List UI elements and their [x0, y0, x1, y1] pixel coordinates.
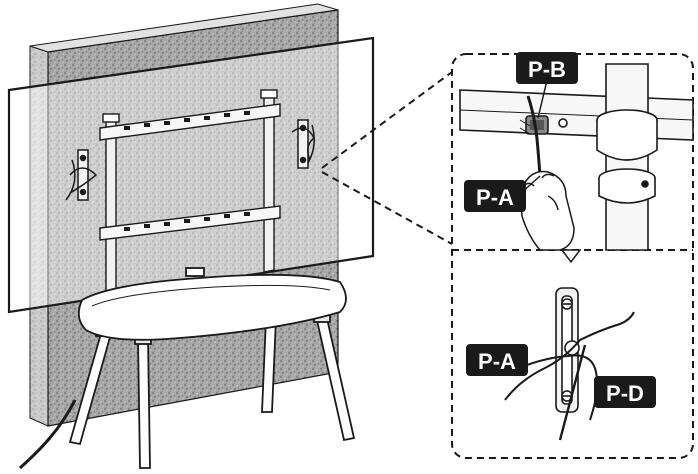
- label-pa-top: P-A: [464, 175, 541, 212]
- zoom-callout: P-B P-A P-A: [451, 52, 694, 459]
- zoom-top-panel: [459, 63, 694, 251]
- tv-panel: [7, 36, 375, 314]
- wall-mount-bracket: [99, 89, 281, 293]
- main-scene: [7, 3, 453, 470]
- label-pd: P-D: [594, 376, 656, 408]
- label-pa-bottom-text: P-A: [478, 349, 516, 374]
- label-pa-top-text: P-A: [476, 185, 514, 210]
- label-pb-text: P-B: [528, 57, 566, 82]
- cable-clip-left: [65, 149, 98, 201]
- label-pb: P-B: [516, 52, 578, 119]
- tripod-stand: [68, 267, 356, 469]
- cable-clip-right: [291, 119, 315, 169]
- label-pd-text: P-D: [606, 381, 644, 406]
- hand-icon: [519, 170, 575, 251]
- floor-cable: [18, 399, 77, 470]
- label-pa-bottom: P-A: [466, 344, 528, 376]
- zoom-bottom-panel: [504, 287, 635, 441]
- callout-leader-lines: [321, 71, 453, 245]
